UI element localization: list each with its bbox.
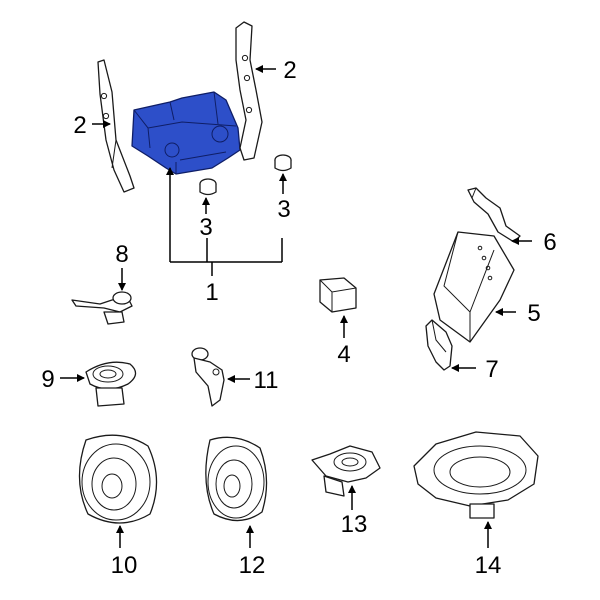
- callout-2-right: 2: [283, 57, 296, 84]
- callout-9: 9: [41, 366, 54, 393]
- callout-1: 1: [205, 279, 218, 306]
- callout-7: 7: [485, 356, 498, 383]
- bracket-part-2-right: [235, 21, 263, 161]
- leader-lines: [60, 65, 532, 548]
- bracket-part-7: [425, 319, 453, 371]
- callout-11: 11: [254, 367, 279, 394]
- amplifier-module-part-1: [131, 91, 241, 175]
- callout-4: 4: [337, 341, 350, 368]
- callout-5: 5: [527, 300, 540, 327]
- grommet-part-3-left: [199, 178, 217, 196]
- callout-3-left: 3: [199, 214, 212, 241]
- callout-12: 12: [239, 552, 266, 579]
- callout-10: 10: [111, 552, 138, 579]
- tweeter-part-13: [311, 445, 381, 497]
- callout-6: 6: [543, 229, 556, 256]
- subwoofer-part-14: [413, 431, 539, 519]
- callout-13: 13: [341, 511, 368, 538]
- callout-14: 14: [475, 552, 502, 579]
- bracket-part-6: [467, 187, 521, 243]
- speaker-part-10: [78, 434, 158, 524]
- control-module-part-5: [433, 231, 515, 343]
- speaker-part-12: [205, 436, 268, 522]
- callout-3-right: 3: [277, 196, 290, 223]
- callout-8: 8: [115, 241, 128, 268]
- sensor-part-11: [191, 347, 225, 407]
- callout-labels: 1 2 2 3 3 4 5 6 7 8 9 10 11 12 13 14: [41, 57, 556, 579]
- callout-2-left: 2: [73, 112, 86, 139]
- bracket-part-2-left: [97, 59, 135, 193]
- connector-part-4: [319, 277, 357, 313]
- sensor-part-8: [71, 291, 133, 325]
- grommet-part-3-right: [274, 154, 292, 172]
- tweeter-part-9: [85, 361, 137, 407]
